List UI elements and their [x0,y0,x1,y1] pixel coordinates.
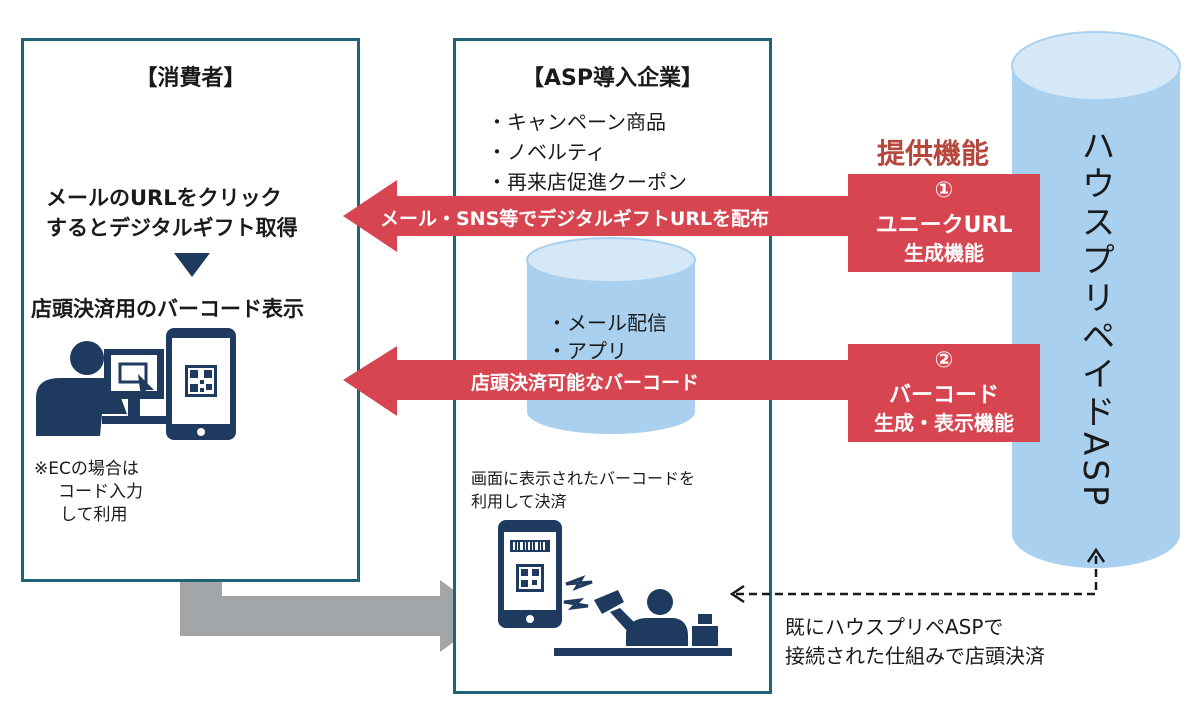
store-payment-icon [498,520,732,656]
arrow1-label: メール・SNS等でデジタルギフトURLを配布 [380,208,770,230]
db-item-app: ・アプリ [547,339,627,363]
asp-item-campaign: ・キャンペーン商品 [487,110,666,134]
feature2-box [848,344,1040,442]
asp-cylinder [1011,31,1181,568]
smartphone-qr-icon [166,328,236,440]
feature1-box [848,174,1040,272]
ec-note-line3: して利用 [60,505,128,525]
note-line2: 接続された仕組みで店頭決済 [785,644,1045,668]
payment-text-line1: 画面に表示されたバーコードを [471,469,696,488]
consumer-title: 【消費者】 [135,66,246,91]
ec-note-line1: ※ECの場合は [34,459,139,479]
person-computer-icon [36,341,170,436]
payment-text-line2: 利用して決済 [471,492,567,511]
feature2-line1: バーコード [888,383,999,408]
asp-company-title: 【ASP導入企業】 [522,66,703,91]
ec-note-line2: コード入力 [58,482,143,502]
mail-instruction-line1: メールのURLをクリック [46,186,282,210]
asp-item-novelty: ・ノベルティ [487,140,606,164]
feature1-line2: 生成機能 [904,241,984,265]
mail-instruction-line2: するとデジタルギフト取得 [46,216,298,240]
down-triangle-icon [174,253,210,277]
feature2-line2: 生成・表示機能 [874,411,1014,435]
consumer-panel [21,38,360,582]
feature1-line1: ユニークURL [875,213,1013,238]
asp-name-vertical: ハウスプリペイドASP [1075,128,1115,510]
feature1-number: ① [934,178,954,203]
asp-item-coupon: ・再来店促進クーポン [487,170,687,194]
note-line1: 既にハウスプリペASPで [785,615,1004,639]
db-item-mail: ・メール配信 [547,311,667,335]
arrow2-label: 店頭決済可能なバーコード [471,372,700,394]
feature2-number: ② [934,348,954,373]
barcode-display-text: 店頭決済用のバーコード表示 [31,297,304,321]
provider-label: 提供機能 [877,137,990,170]
